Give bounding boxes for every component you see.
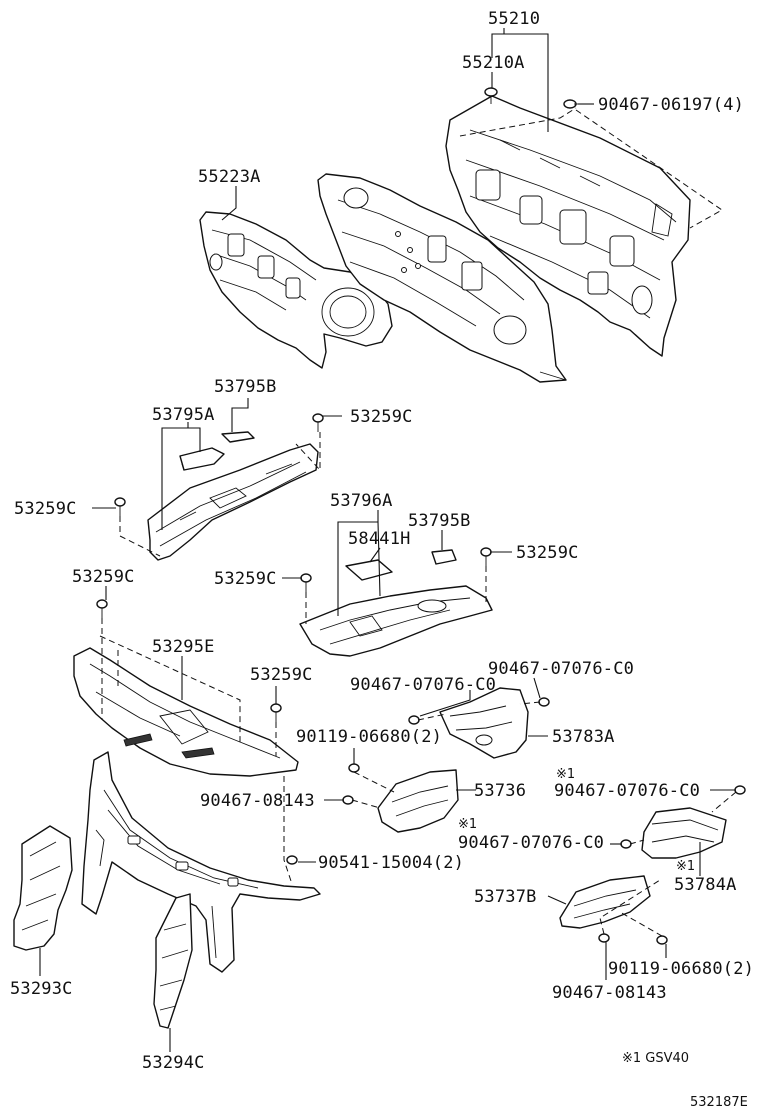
- leader-lines: [39, 28, 736, 1052]
- seal-58441H-drawing: [345, 559, 393, 581]
- dash-silencer-panel-drawing: [317, 173, 567, 383]
- shield-53784A-drawing: [641, 807, 727, 859]
- callout-53259C-f: 53259C: [250, 665, 313, 685]
- radiator-support-drawing: [81, 751, 321, 973]
- cowl-louver-lower-drawing: [299, 585, 493, 657]
- callout-90467-07076-C0-d: 90467-07076-C0: [458, 833, 604, 853]
- cowl-louver-upper-drawing: [147, 443, 319, 561]
- callout-90467-07076-C0-c: 90467-07076-C0: [554, 781, 700, 801]
- callout-53736: 53736: [474, 781, 526, 801]
- callout-53295E: 53295E: [152, 637, 215, 657]
- callout-90541-15004: 90541-15004(2): [318, 853, 464, 873]
- insulator-55223A-drawing: [199, 211, 393, 369]
- callout-55223A: 55223A: [198, 167, 261, 187]
- callout-53259C-b: 53259C: [14, 499, 77, 519]
- shield-53736-drawing: [377, 769, 459, 833]
- footnote: ※1 GSV40: [622, 1051, 689, 1066]
- shield-53783A-drawing: [439, 687, 529, 759]
- callout-53259C-e: 53259C: [214, 569, 277, 589]
- callout-53737B: 53737B: [474, 887, 537, 907]
- callout-53784A: 53784A: [674, 875, 737, 895]
- callout-53259C-d: 53259C: [72, 567, 135, 587]
- callout-90467-06197: 90467-06197(4): [598, 95, 744, 115]
- side-seal-53293C-drawing: [13, 825, 73, 951]
- radiator-seal-53295E-drawing: [73, 647, 299, 777]
- alignment-lines: [99, 432, 737, 937]
- callout-90467-08143-b: 90467-08143: [552, 983, 667, 1003]
- callout-55210: 55210: [488, 9, 540, 29]
- callout-53259C-c: 53259C: [516, 543, 579, 563]
- clip-55210A-drawing: [484, 87, 498, 104]
- callout-58441H: 58441H: [348, 529, 411, 549]
- callout-90119-06680-b: 90119-06680(2): [608, 959, 754, 979]
- callout-53293C: 53293C: [10, 979, 73, 999]
- shield-53737B-drawing: [559, 875, 651, 929]
- pad-53795B-upper-drawing: [221, 431, 255, 443]
- callout-53796A: 53796A: [330, 491, 393, 511]
- seal-53294C-drawing: [153, 893, 193, 1029]
- callout-53795B-lower: 53795B: [408, 511, 471, 531]
- callout-90467-08143-a: 90467-08143: [200, 791, 315, 811]
- pad-53795A-drawing: [179, 447, 225, 471]
- note-mark-a: ※1: [556, 767, 575, 782]
- diagram-code: 532187E: [690, 1095, 748, 1110]
- note-mark-b: ※1: [458, 817, 477, 832]
- dash-insulator-55210-drawing: [445, 95, 691, 357]
- callout-labels: 55210 55210A 90467-06197(4) 55223A 53795…: [10, 9, 754, 1110]
- callout-55210A: 55210A: [462, 53, 525, 73]
- callout-90467-07076-C0-b: 90467-07076-C0: [350, 675, 496, 695]
- callout-90119-06680-a: 90119-06680(2): [296, 727, 442, 747]
- callout-53294C: 53294C: [142, 1053, 205, 1073]
- note-mark-c: ※1: [676, 859, 695, 874]
- callout-53783A: 53783A: [552, 727, 615, 747]
- pad-53795B-lower-drawing: [431, 549, 457, 565]
- callout-53795B-upper: 53795B: [214, 377, 277, 397]
- callout-53259C-a: 53259C: [350, 407, 413, 427]
- callout-90467-07076-C0-a: 90467-07076-C0: [488, 659, 634, 679]
- callout-53795A: 53795A: [152, 405, 215, 425]
